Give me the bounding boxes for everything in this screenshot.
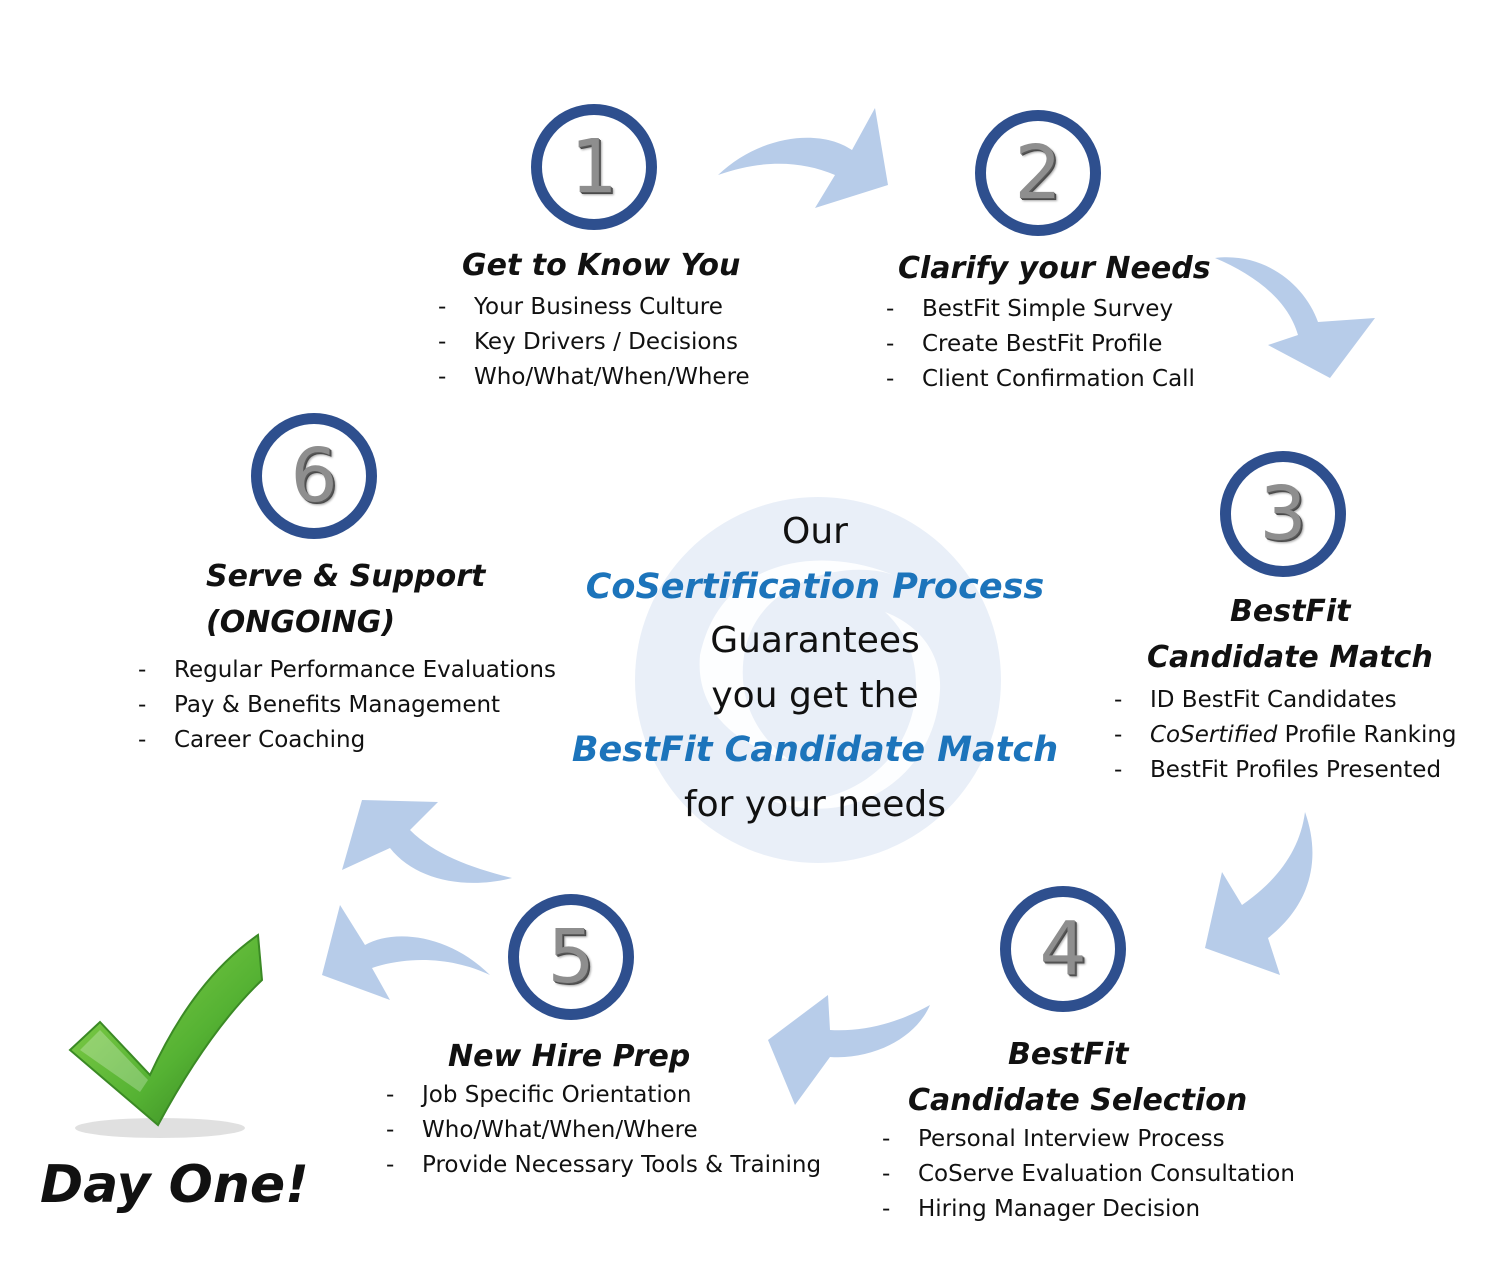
step-title: Get to Know You xyxy=(462,248,741,283)
emphasized-term: CoSertified xyxy=(1150,722,1278,748)
step-number-circle: 1 xyxy=(531,104,657,230)
list-item: BestFit Simple Survey xyxy=(886,292,1195,327)
center-highlight: BestFit Candidate Match xyxy=(571,730,1059,770)
step-title: BestFit xyxy=(1008,1037,1129,1072)
list-item-text: Profile Ranking xyxy=(1284,722,1457,748)
step-title: Clarify your Needs xyxy=(898,251,1211,286)
list-item: Regular Performance Evaluations xyxy=(138,653,556,688)
step-bullet-list: BestFit Simple Survey Create BestFit Pro… xyxy=(886,292,1195,397)
center-line: Our xyxy=(782,511,848,552)
step-title: Serve & Support xyxy=(206,559,486,594)
list-item: Who/What/When/Where xyxy=(386,1113,821,1148)
list-item: Job Specific Orientation xyxy=(386,1078,821,1113)
step-bullet-list: Personal Interview Process CoServe Evalu… xyxy=(882,1122,1295,1227)
list-item: ID BestFit Candidates xyxy=(1114,683,1457,718)
step-number-circle: 3 xyxy=(1220,451,1346,577)
center-statement: Our CoSertification Process Guarantees y… xyxy=(560,505,1070,832)
list-item: Provide Necessary Tools & Training xyxy=(386,1148,821,1183)
curved-arrow-icon xyxy=(322,905,490,1000)
step-title: (ONGOING) xyxy=(206,605,396,640)
step-number-circle: 4 xyxy=(1000,886,1126,1012)
list-item: CoServe Evaluation Consultation xyxy=(882,1157,1295,1192)
list-item: Career Coaching xyxy=(138,723,556,758)
list-item: CoSertified Profile Ranking xyxy=(1114,718,1457,753)
list-item: BestFit Profiles Presented xyxy=(1114,753,1457,788)
step-title: New Hire Prep xyxy=(448,1039,691,1074)
step-title: Candidate Selection xyxy=(908,1083,1248,1118)
curved-arrow-icon xyxy=(342,800,512,883)
list-item: Client Confirmation Call xyxy=(886,362,1195,397)
list-item: Key Drivers / Decisions xyxy=(438,325,750,360)
curved-arrow-icon xyxy=(718,108,888,208)
list-item: Who/What/When/Where xyxy=(438,360,750,395)
step-bullet-list: ID BestFit Candidates CoSertified Profil… xyxy=(1114,683,1457,788)
curved-arrow-icon xyxy=(1205,812,1313,975)
list-item: Your Business Culture xyxy=(438,290,750,325)
step-bullet-list: Regular Performance Evaluations Pay & Be… xyxy=(138,653,556,758)
list-item: Hiring Manager Decision xyxy=(882,1192,1295,1227)
list-item: Create BestFit Profile xyxy=(886,327,1195,362)
center-line: Guarantees xyxy=(710,620,920,661)
center-highlight: CoSertification Process xyxy=(585,566,1045,607)
step-title: BestFit xyxy=(1230,594,1351,629)
list-item: Personal Interview Process xyxy=(882,1122,1295,1157)
day-one-label: Day One! xyxy=(40,1155,309,1215)
center-line: for your needs xyxy=(683,783,947,825)
step-number-circle: 2 xyxy=(975,110,1101,236)
step-bullet-list: Job Specific Orientation Who/What/When/W… xyxy=(386,1078,821,1183)
step-bullet-list: Your Business Culture Key Drivers / Deci… xyxy=(438,290,750,395)
step-number-circle: 5 xyxy=(508,894,634,1020)
center-line: you get the xyxy=(711,674,919,716)
curved-arrow-icon xyxy=(1215,257,1375,378)
step-number-circle: 6 xyxy=(251,413,377,539)
list-item: Pay & Benefits Management xyxy=(138,688,556,723)
step-title: Candidate Match xyxy=(1147,640,1433,675)
